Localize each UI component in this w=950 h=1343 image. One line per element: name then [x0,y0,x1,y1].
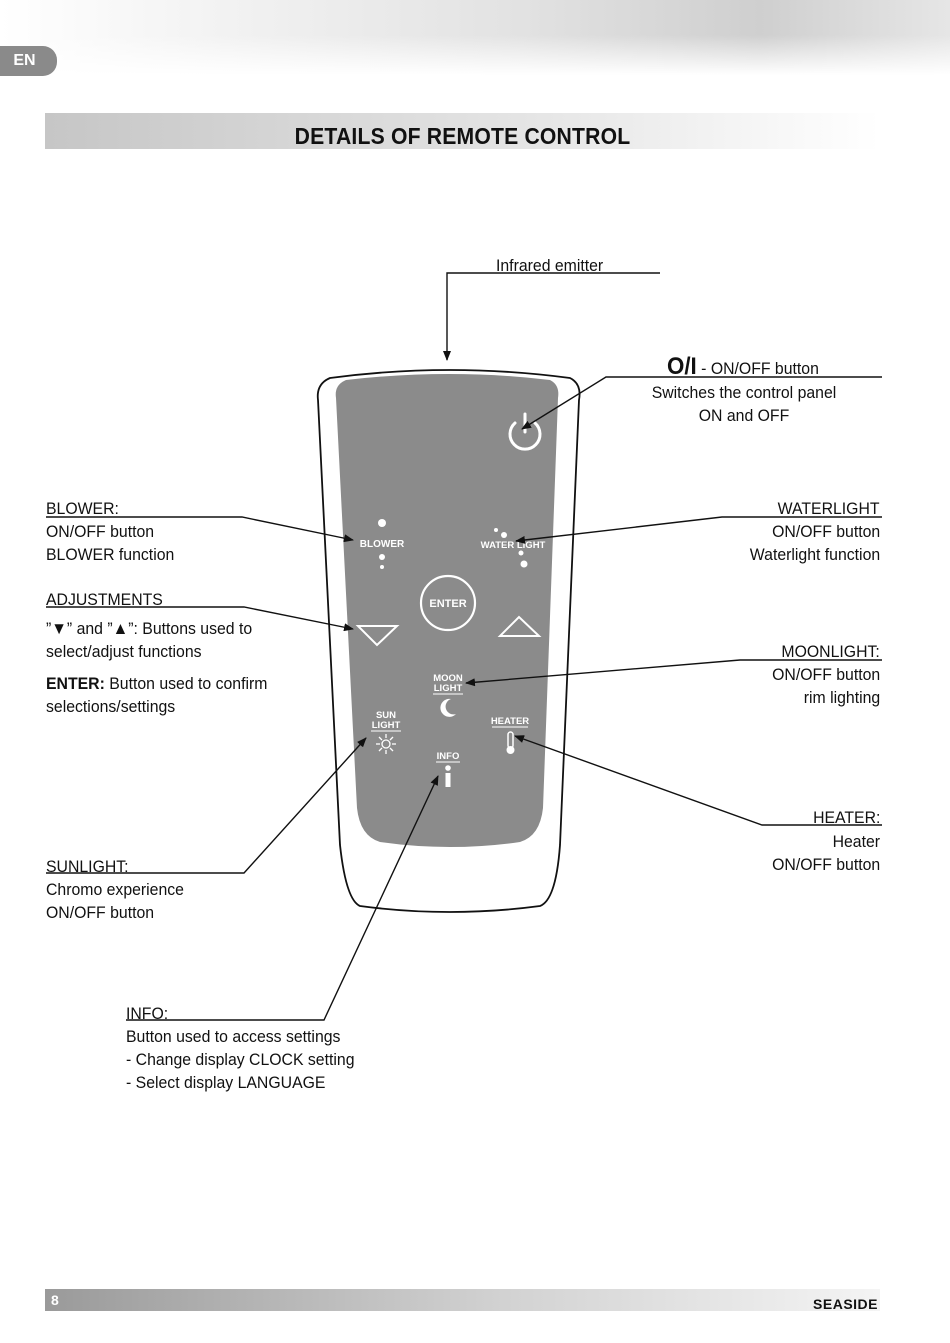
moon-icon [440,698,456,717]
heater-desc-1: Heater [832,832,880,851]
info-desc-3: - Select display LANGUAGE [126,1073,326,1092]
header-texture [0,0,950,75]
enter-desc-2: selections/settings [46,697,176,716]
waterlight-leader [515,516,882,544]
up-triangle-icon[interactable] [497,615,542,637]
adjustments-desc-2: select/adjust functions [46,642,202,661]
infrared-leader [443,272,660,361]
sunlight-leader [46,737,367,874]
page-number: 8 [51,1292,59,1308]
language-tab: EN [0,46,57,76]
waterlight-button-label[interactable]: WATER LIGHT [481,540,546,551]
moonlight-desc-2: rim lighting [803,688,880,707]
enter-desc-rest: Button used to confirm [104,674,268,693]
infrared-emitter-label: Infrared emitter [496,256,604,275]
thermometer-icon [506,731,515,754]
info-leader [126,775,439,1021]
heater-desc-2: ON/OFF button [771,855,880,874]
title-bar: DETAILS OF REMOTE CONTROL [45,113,880,149]
onoff-desc-2: ON and OFF [698,406,790,425]
sunlight-desc-2: ON/OFF button [46,903,155,922]
sunlight-desc-1: Chromo experience [46,880,184,899]
info-desc-2: - Change display CLOCK setting [126,1050,355,1069]
down-triangle-icon[interactable] [355,625,400,647]
waterlight-desc-2: Waterlight function [749,545,880,564]
enter-desc: ENTER: Button used to confirm [46,672,267,695]
moonlight-leader [465,659,882,687]
waterlight-desc-1: ON/OFF button [771,522,880,541]
moonlight-heading: MOONLIGHT: [781,642,880,661]
blower-bubbles-icon [378,519,386,569]
adjustments-desc-1: ”▼” and ”▲”: Buttons used to [46,619,253,638]
waterlight-heading: WATERLIGHT [778,499,880,518]
page-title: DETAILS OF REMOTE CONTROL [294,123,631,149]
info-button-label[interactable]: INFO [437,751,460,762]
onoff-heading: O/I - ON/OFF button [667,352,819,384]
info-heading: INFO: [126,1004,169,1023]
sun-icon [376,734,396,754]
sunlight-heading: SUNLIGHT: [46,857,129,876]
remote-panel [335,374,559,847]
blower-desc-1: ON/OFF button [46,522,155,541]
brand-name: SEASIDE [813,1296,878,1312]
enter-button-label[interactable]: ENTER [429,598,466,610]
moonlight-desc-1: ON/OFF button [771,665,880,684]
onoff-leader [521,376,882,430]
waterlight-bubbles-icon [494,528,528,568]
blower-leader [46,516,354,543]
info-icon [445,765,451,787]
onoff-symbol: O/I [667,353,697,380]
enter-button[interactable] [419,574,477,632]
blower-desc-2: BLOWER function [46,545,175,564]
blower-button-label[interactable]: BLOWER [360,539,405,550]
adjustments-heading: ADJUSTMENTS [46,590,163,609]
enter-desc-bold: ENTER: [46,674,105,693]
blower-heading: BLOWER: [46,499,119,518]
adjustments-leader [46,606,354,632]
heater-button-label[interactable]: HEATER [491,716,529,727]
onoff-title: - ON/OFF button [696,359,819,378]
sunlight-label-2[interactable]: LIGHT [372,720,401,731]
sunlight-label-1[interactable]: SUN [376,710,396,721]
heater-leader [514,735,882,826]
moonlight-label-1[interactable]: MOON [433,673,463,684]
moonlight-label-2[interactable]: LIGHT [434,683,463,694]
heater-heading: HEATER: [812,808,880,827]
info-desc-1: Button used to access settings [126,1027,341,1046]
footer-bar: 8 [45,1289,880,1311]
onoff-desc-1: Switches the control panel [651,383,837,402]
